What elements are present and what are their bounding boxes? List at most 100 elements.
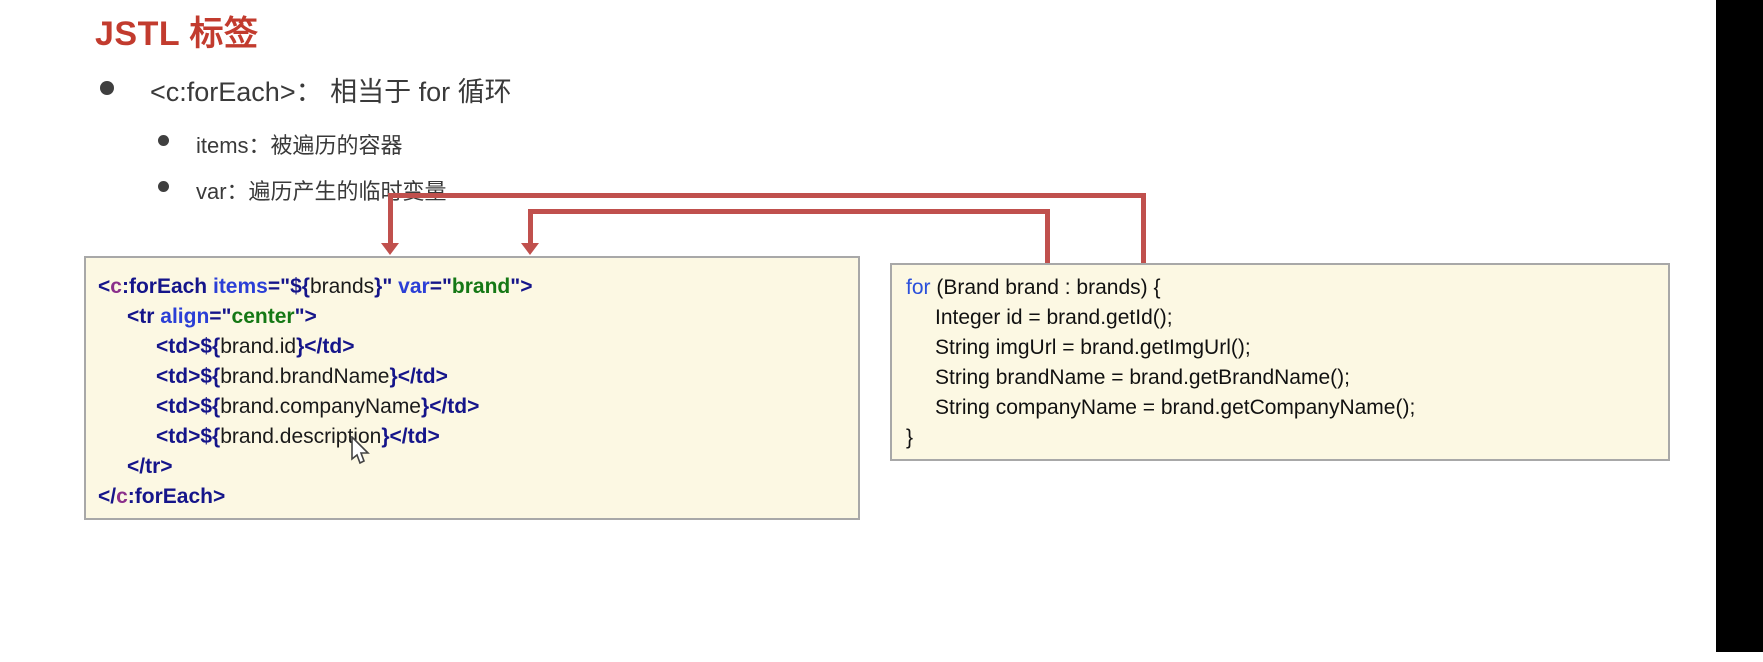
code-token: </ (389, 425, 408, 448)
code-token: brand.brandName (220, 365, 390, 388)
code-token: ${ (200, 395, 221, 418)
code-token: brand.companyName (220, 395, 421, 418)
code-token: > (160, 455, 173, 478)
code-token: String brandName = brand.getBrandName(); (935, 366, 1350, 389)
code-token: :forEach (121, 275, 208, 298)
code-token: td (415, 365, 436, 388)
code-token: c (116, 485, 128, 508)
code-token: center (231, 305, 295, 328)
code-line: </c:forEach> (98, 482, 848, 512)
code-token: < (127, 305, 140, 328)
code-line: } (906, 423, 1658, 453)
code-token: < (98, 275, 111, 298)
code-line: <td>${brand.brandName}</td> (98, 362, 848, 392)
code-line: String imgUrl = brand.getImgUrl(); (906, 333, 1658, 363)
arrow-brands-horizontal (388, 193, 1146, 198)
code-token: </ (429, 395, 448, 418)
code-token: ${ (200, 365, 221, 388)
arrow-brand-horizontal (528, 209, 1050, 214)
code-token: align (160, 305, 210, 328)
code-token: tr (145, 455, 161, 478)
code-line: <td>${brand.description}</td> (98, 422, 848, 452)
black-side-bar (1716, 0, 1763, 652)
code-token: > (427, 425, 440, 448)
code-token: td (407, 425, 428, 448)
code-token: =" (429, 275, 452, 298)
code-token: > (188, 425, 201, 448)
code-token: ${ (290, 275, 310, 298)
code-token: tr (139, 305, 155, 328)
code-token: > (188, 365, 201, 388)
code-token: c (110, 275, 122, 298)
code-token: ${ (200, 335, 221, 358)
code-token: } (381, 425, 390, 448)
code-token: brands (309, 275, 375, 298)
code-token: td (322, 335, 343, 358)
bullet-foreach: <c:forEach>： 相当于 for 循环 (150, 77, 512, 107)
code-token: =" (209, 305, 232, 328)
arrow-brand-right-segment (1045, 209, 1050, 263)
code-token: } (421, 395, 430, 418)
code-token: for (906, 276, 931, 299)
code-line: <td>${brand.id}</td> (98, 332, 848, 362)
code-token: } (389, 365, 398, 388)
code-token: td (168, 365, 189, 388)
code-token: > (342, 335, 355, 358)
arrow-brand-left-segment (528, 209, 533, 244)
code-token: =" (267, 275, 291, 298)
bullet-icon (158, 135, 169, 146)
code-token: String imgUrl = brand.getImgUrl(); (935, 336, 1251, 359)
code-token: > (467, 395, 480, 418)
arrow-brands-right-segment (1141, 193, 1146, 263)
code-token: < (156, 365, 169, 388)
code-token: > (188, 395, 201, 418)
bullet-icon (158, 181, 169, 192)
code-token: (Brand brand : brands) { (930, 276, 1161, 299)
code-line: <tr align="center"> (98, 302, 848, 332)
code-line: String companyName = brand.getCompanyNam… (906, 393, 1658, 423)
code-token: > (435, 365, 448, 388)
code-token: "> (294, 305, 317, 328)
code-token: :forEach (127, 485, 213, 508)
code-token: > (188, 335, 201, 358)
code-token: items (212, 275, 268, 298)
code-token: brand.description (220, 425, 382, 448)
code-line: </tr> (98, 452, 848, 482)
code-token: td (168, 425, 189, 448)
code-token: } (296, 335, 305, 358)
page-title: JSTL 标签 (95, 15, 259, 53)
code-token: brand (451, 275, 511, 298)
code-token: } (374, 275, 383, 298)
arrowhead-brand-icon (521, 243, 539, 255)
code-token: < (156, 335, 169, 358)
code-token: </ (98, 485, 117, 508)
bullet-var: var：遍历产生的临时变量 (196, 179, 447, 204)
code-token: </ (397, 365, 416, 388)
code-token: < (156, 395, 169, 418)
code-token: String companyName = brand.getCompanyNam… (935, 396, 1416, 419)
code-token: td (447, 395, 468, 418)
bullet-items: items：被遍历的容器 (196, 133, 403, 158)
code-token: td (168, 395, 189, 418)
code-token: > (520, 275, 533, 298)
code-line: Integer id = brand.getId(); (906, 303, 1658, 333)
code-token: brand.id (220, 335, 297, 358)
arrowhead-brands-icon (381, 243, 399, 255)
java-code-panel: for (Brand brand : brands) { Integer id =… (890, 263, 1670, 461)
code-token: ${ (200, 425, 221, 448)
jstl-code-panel: <c:forEach items="${brands}" var="brand"… (84, 256, 860, 520)
mouse-cursor-icon (351, 436, 370, 465)
code-line: String brandName = brand.getBrandName(); (906, 363, 1658, 393)
code-line: <c:forEach items="${brands}" var="brand"… (98, 272, 848, 302)
code-line: for (Brand brand : brands) { (906, 273, 1658, 303)
bullet-icon (100, 81, 114, 95)
code-token: Integer id = brand.getId(); (935, 306, 1173, 329)
code-token: " (510, 275, 521, 298)
code-token: " (382, 275, 393, 298)
code-token: </ (127, 455, 146, 478)
arrow-brands-left-segment (388, 193, 393, 244)
code-token: td (168, 335, 189, 358)
code-token: < (156, 425, 169, 448)
code-token: > (212, 485, 226, 508)
